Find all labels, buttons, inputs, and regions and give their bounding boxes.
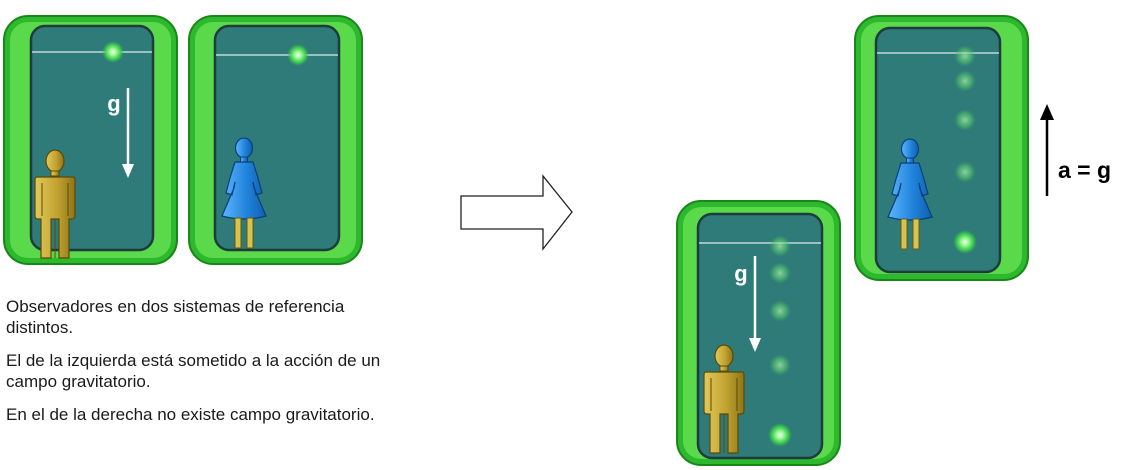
caption-paragraph-3: En el de la derecha no existe campo grav… [6,405,375,424]
caption-paragraph-1: Observadores en dos sistemas de referenc… [6,297,345,337]
ball-trace-icon [954,161,976,183]
caption: Observadores en dos sistemas de referenc… [6,296,386,437]
elevator-gravity-falling: g [676,200,841,466]
acceleration-label: a = g [1058,157,1111,183]
elevator-accelerating [854,15,1029,281]
ball-trace-icon [954,45,976,67]
ball-trace-icon [954,109,976,131]
ball-trace-icon [769,354,791,376]
elevator-gravity-left: g [3,15,178,265]
ball-icon [102,41,124,63]
transition-arrow-icon [460,174,573,251]
ball-trace-icon [769,300,791,322]
ball-icon [768,423,792,447]
ball-trace-icon [954,70,976,92]
ball-icon [287,44,309,66]
caption-paragraph-2: El de la izquierda está sometido a la ac… [6,351,381,391]
ball-trace-icon [769,262,791,284]
elevator-space-rest [188,15,363,265]
gravity-label: g [734,261,747,286]
gravity-label: g [107,91,120,116]
ball-trace-icon [769,235,791,257]
ball-icon [953,230,977,254]
